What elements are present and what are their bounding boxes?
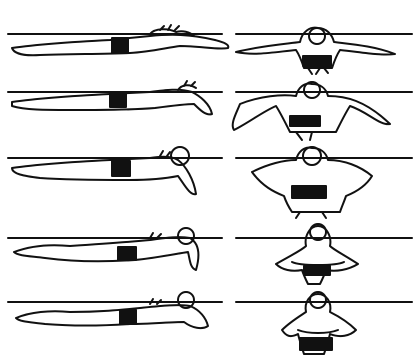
side-view-swimmer <box>14 228 198 270</box>
swimsuit <box>304 266 330 275</box>
swimsuit <box>300 338 332 350</box>
row-2 <box>8 81 412 140</box>
front-view-swimmer <box>276 224 358 284</box>
swimsuit <box>292 186 326 198</box>
swimsuit <box>118 247 136 260</box>
row-4 <box>8 224 412 284</box>
front-view-swimmer <box>233 82 390 140</box>
swimsuit <box>112 161 130 176</box>
side-view-swimmer <box>12 147 196 194</box>
side-view-swimmer <box>12 81 212 114</box>
swimsuit <box>110 93 126 107</box>
side-view-swimmer <box>12 25 228 55</box>
row-1 <box>8 25 412 74</box>
swimsuit <box>290 116 320 126</box>
row-3 <box>8 147 412 218</box>
side-view-swimmer <box>16 292 208 328</box>
row-5 <box>8 292 412 354</box>
swimsuit <box>112 38 128 53</box>
swimsuit <box>120 310 136 324</box>
swimsuit <box>303 56 331 66</box>
